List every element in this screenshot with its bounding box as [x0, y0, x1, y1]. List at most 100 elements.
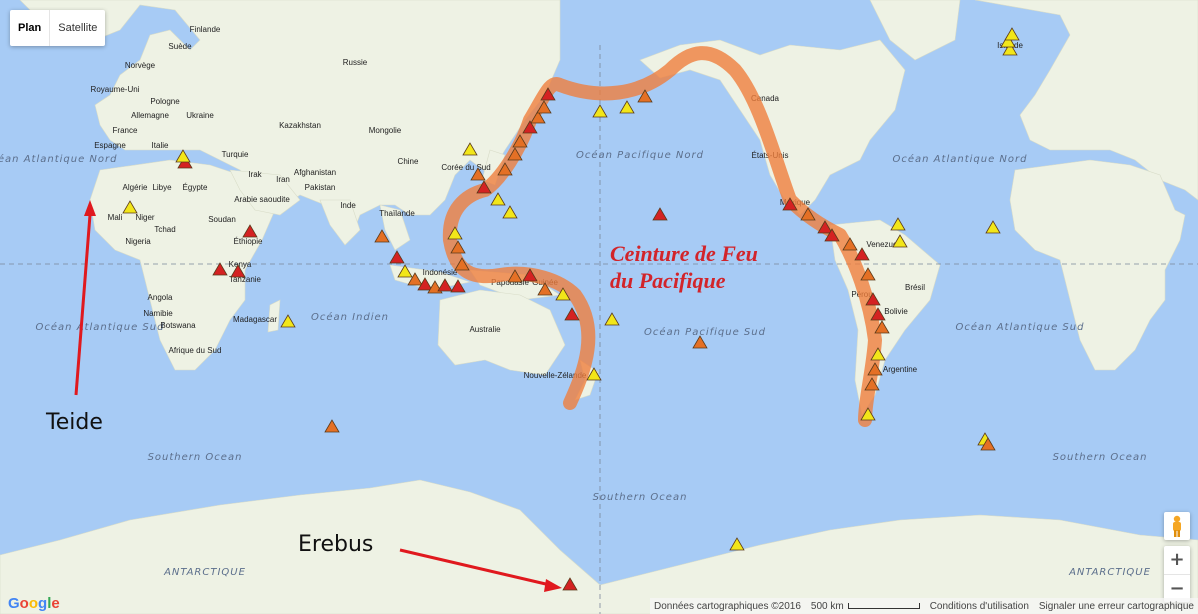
volcano-marker-orange[interactable]	[324, 419, 340, 433]
google-logo[interactable]: Google	[8, 595, 60, 612]
volcano-marker-orange[interactable]	[860, 267, 876, 281]
report-error-link[interactable]: Signaler une erreur cartographique	[1038, 600, 1194, 612]
country-label: Turquie	[222, 150, 249, 159]
volcano-marker-orange[interactable]	[507, 269, 523, 283]
volcano-marker-orange[interactable]	[507, 147, 523, 161]
country-label: Ukraine	[186, 111, 214, 120]
volcano-marker-yellow[interactable]	[175, 149, 191, 163]
volcano-marker-red[interactable]	[476, 180, 492, 194]
volcano-marker-yellow[interactable]	[397, 264, 413, 278]
volcano-marker-orange[interactable]	[450, 240, 466, 254]
volcano-marker-red[interactable]	[870, 307, 886, 321]
volcano-marker-red[interactable]	[230, 264, 246, 278]
country-label: Royaume-Uni	[91, 85, 140, 94]
country-label: Norvège	[125, 61, 156, 70]
teide-label: Teide	[46, 410, 103, 435]
volcano-marker-orange[interactable]	[864, 377, 880, 391]
country-label: Mali	[108, 213, 123, 222]
volcano-marker-yellow[interactable]	[860, 407, 876, 421]
country-label: Canada	[751, 94, 780, 103]
volcano-marker-orange[interactable]	[867, 362, 883, 376]
volcano-marker-yellow[interactable]	[447, 226, 463, 240]
ring-of-fire-label: Ceinture de Feu du Pacifique	[610, 240, 758, 294]
volcano-marker-orange[interactable]	[980, 437, 996, 451]
volcano-marker-yellow[interactable]	[1004, 27, 1020, 41]
volcano-marker-yellow[interactable]	[586, 367, 602, 381]
volcano-marker-yellow[interactable]	[1002, 42, 1018, 56]
country-label: Russie	[343, 58, 368, 67]
volcano-marker-yellow[interactable]	[592, 104, 608, 118]
volcano-marker-red[interactable]	[522, 120, 538, 134]
volcano-marker-orange[interactable]	[407, 272, 423, 286]
zoom-in-button[interactable]: +	[1164, 546, 1190, 575]
volcano-marker-yellow[interactable]	[555, 287, 571, 301]
volcano-marker-orange[interactable]	[374, 229, 390, 243]
volcano-marker-yellow[interactable]	[280, 314, 296, 328]
ring-of-fire-label-line2: du Pacifique	[610, 268, 726, 293]
volcano-marker-orange[interactable]	[800, 207, 816, 221]
volcano-marker-orange[interactable]	[637, 89, 653, 103]
ocean-label: Océan Indien	[311, 311, 389, 323]
volcano-marker-yellow[interactable]	[619, 100, 635, 114]
zoom-out-button[interactable]: −	[1169, 578, 1185, 599]
eurasia-landmass	[19, 0, 561, 241]
country-label: Iran	[276, 175, 290, 184]
volcano-marker-red[interactable]	[824, 228, 840, 242]
country-label: Nigeria	[125, 237, 151, 246]
volcano-marker-orange[interactable]	[512, 134, 528, 148]
ocean-label: Océan Pacifique Nord	[576, 149, 704, 161]
volcano-marker-red[interactable]	[242, 224, 258, 238]
volcano-marker-red[interactable]	[389, 250, 405, 264]
teide-arrowhead	[84, 200, 96, 216]
map-type-satellite-button[interactable]: Satellite	[58, 22, 98, 34]
volcano-marker-red[interactable]	[522, 268, 538, 282]
volcano-marker-yellow[interactable]	[502, 205, 518, 219]
volcano-marker-red[interactable]	[562, 577, 578, 591]
volcano-marker-orange[interactable]	[874, 320, 890, 334]
volcano-marker-orange[interactable]	[842, 237, 858, 251]
volcano-marker-red[interactable]	[782, 197, 798, 211]
terms-link[interactable]: Conditions d'utilisation	[929, 600, 1029, 612]
volcano-marker-red[interactable]	[437, 278, 453, 292]
street-view-pegman[interactable]	[1164, 512, 1190, 540]
volcano-marker-yellow[interactable]	[729, 537, 745, 551]
volcano-marker-orange[interactable]	[497, 162, 513, 176]
volcano-marker-orange[interactable]	[454, 257, 470, 271]
volcano-marker-orange[interactable]	[536, 100, 552, 114]
volcano-marker-red[interactable]	[540, 87, 556, 101]
volcano-marker-orange[interactable]	[530, 110, 546, 124]
country-label: Éthiopie	[234, 237, 263, 246]
volcano-marker-red[interactable]	[817, 220, 833, 234]
country-label: Afghanistan	[294, 168, 336, 177]
scale-indicator[interactable]: 500 km	[811, 601, 920, 612]
volcano-marker-red[interactable]	[450, 279, 466, 293]
volcano-marker-red[interactable]	[564, 307, 580, 321]
volcano-marker-red[interactable]	[417, 277, 433, 291]
ocean-label: Océan Atlantique Sud	[956, 321, 1085, 333]
volcano-marker-yellow[interactable]	[870, 347, 886, 361]
volcano-marker-yellow[interactable]	[122, 200, 138, 214]
country-label: Thaïlande	[379, 209, 415, 218]
volcano-marker-red[interactable]	[652, 207, 668, 221]
volcano-marker-yellow[interactable]	[1000, 34, 1016, 48]
volcano-marker-red[interactable]	[212, 262, 228, 276]
volcano-marker-red[interactable]	[854, 247, 870, 261]
volcano-marker-yellow[interactable]	[462, 142, 478, 156]
volcano-marker-yellow[interactable]	[890, 217, 906, 231]
map-type-plan-button[interactable]: Plan	[10, 10, 51, 46]
map-type-control: Plan Satellite	[10, 10, 106, 46]
volcano-marker-yellow[interactable]	[604, 312, 620, 326]
volcano-marker-orange[interactable]	[692, 335, 708, 349]
volcano-marker-orange[interactable]	[470, 167, 486, 181]
volcano-marker-yellow[interactable]	[892, 234, 908, 248]
erebus-label: Erebus	[298, 532, 374, 557]
volcano-markers[interactable]	[122, 27, 1020, 591]
antarctica-label: ANTARCTIQUE	[163, 567, 246, 578]
volcano-marker-orange[interactable]	[537, 282, 553, 296]
country-label: Arabie saoudite	[234, 195, 290, 204]
volcano-marker-yellow[interactable]	[490, 192, 506, 206]
volcano-marker-yellow[interactable]	[985, 220, 1001, 234]
erebus-arrowhead	[544, 579, 562, 592]
volcano-marker-red[interactable]	[865, 292, 881, 306]
